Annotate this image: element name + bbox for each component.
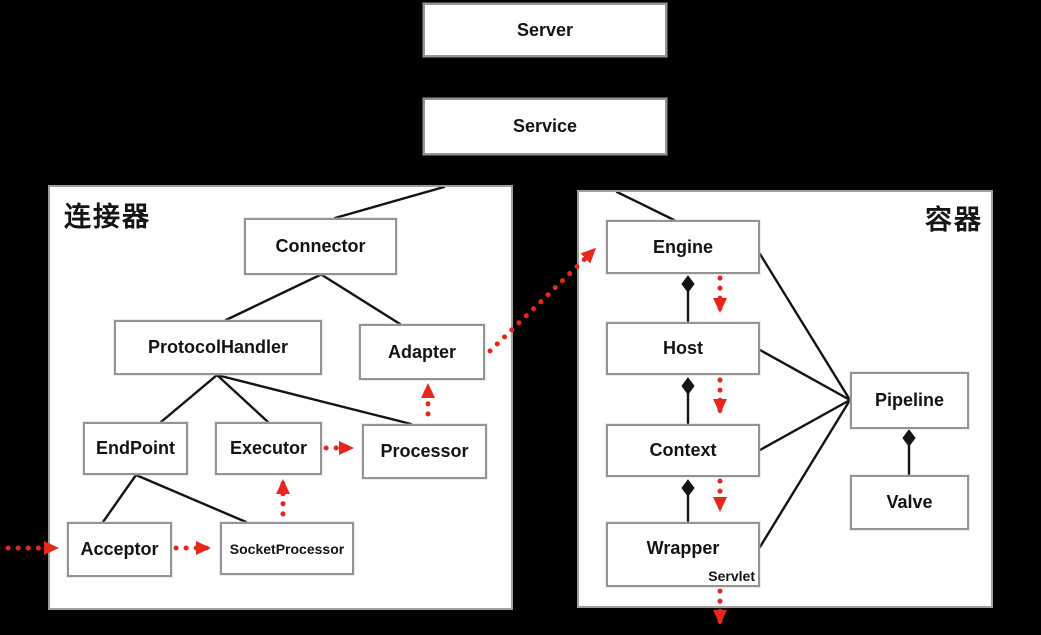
edge-connector-protocolhandler xyxy=(224,273,322,322)
edge-protocolhandler-executor xyxy=(215,373,270,424)
container-panel-title: 容器 xyxy=(925,205,983,235)
composition-diamond-host xyxy=(681,377,695,395)
node-engine-label: Engine xyxy=(652,236,713,257)
edge-host-pipeline xyxy=(758,348,852,402)
container-panel: 容器 Engine Host Context Wrapper Servlet P… xyxy=(577,190,993,608)
edge-service-connector xyxy=(333,187,446,220)
node-endpoint: EndPoint xyxy=(83,422,188,475)
node-service: Service xyxy=(423,98,667,155)
node-executor-label: Executor xyxy=(229,438,308,458)
node-wrapper-label: Wrapper xyxy=(646,538,720,558)
container-panel-lines xyxy=(615,192,916,549)
composition-diamond-context xyxy=(681,479,695,497)
node-socketprocessor-label: SocketProcessor xyxy=(229,540,345,557)
node-endpoint-label: EndPoint xyxy=(96,438,175,458)
node-host: Host xyxy=(606,322,760,375)
node-pipeline: Pipeline xyxy=(850,372,969,429)
node-socketprocessor: SocketProcessor xyxy=(220,522,354,575)
edge-endpoint-acceptor xyxy=(101,473,138,524)
edge-service-engine xyxy=(615,192,676,222)
node-connector-label: Connector xyxy=(275,236,366,256)
node-pipeline-label: Pipeline xyxy=(874,390,945,410)
node-executor: Executor xyxy=(215,422,322,475)
node-adapter: Adapter xyxy=(359,324,485,380)
connector-panel-title: 连接器 xyxy=(64,202,151,232)
edge-protocolhandler-endpoint xyxy=(159,373,219,424)
node-valve-label: Valve xyxy=(886,492,933,512)
edge-engine-pipeline xyxy=(758,252,852,402)
node-host-label: Host xyxy=(663,338,703,358)
edge-wrapper-pipeline xyxy=(758,398,852,549)
edge-endpoint-socketprocessor xyxy=(134,473,248,524)
node-servlet-label: Servlet xyxy=(708,568,755,584)
node-acceptor-label: Acceptor xyxy=(80,539,159,559)
connector-panel: 连接器 Connector ProtocolHandler Adapter En… xyxy=(48,185,513,610)
composition-diamond-engine xyxy=(681,275,695,293)
node-wrapper: Wrapper Servlet xyxy=(606,522,760,587)
node-adapter-label: Adapter xyxy=(387,341,456,362)
node-processor-label: Processor xyxy=(380,441,469,461)
node-protocolhandler: ProtocolHandler xyxy=(114,320,322,375)
edge-connector-adapter xyxy=(320,273,402,326)
node-context-label: Context xyxy=(649,440,717,460)
node-acceptor: Acceptor xyxy=(67,522,172,577)
edge-protocolhandler-processor xyxy=(215,373,413,426)
edge-context-pipeline xyxy=(758,398,852,452)
node-processor: Processor xyxy=(362,424,487,479)
node-service-label: Service xyxy=(512,116,578,136)
connector-panel-lines xyxy=(101,187,446,524)
composition-diamond-pipeline xyxy=(902,429,916,447)
node-engine: Engine xyxy=(606,220,760,274)
node-connector: Connector xyxy=(244,218,397,275)
node-valve: Valve xyxy=(850,475,969,530)
node-server: Server xyxy=(423,3,667,57)
node-context: Context xyxy=(606,424,760,477)
node-protocolhandler-label: ProtocolHandler xyxy=(147,337,289,357)
node-server-label: Server xyxy=(516,19,574,40)
